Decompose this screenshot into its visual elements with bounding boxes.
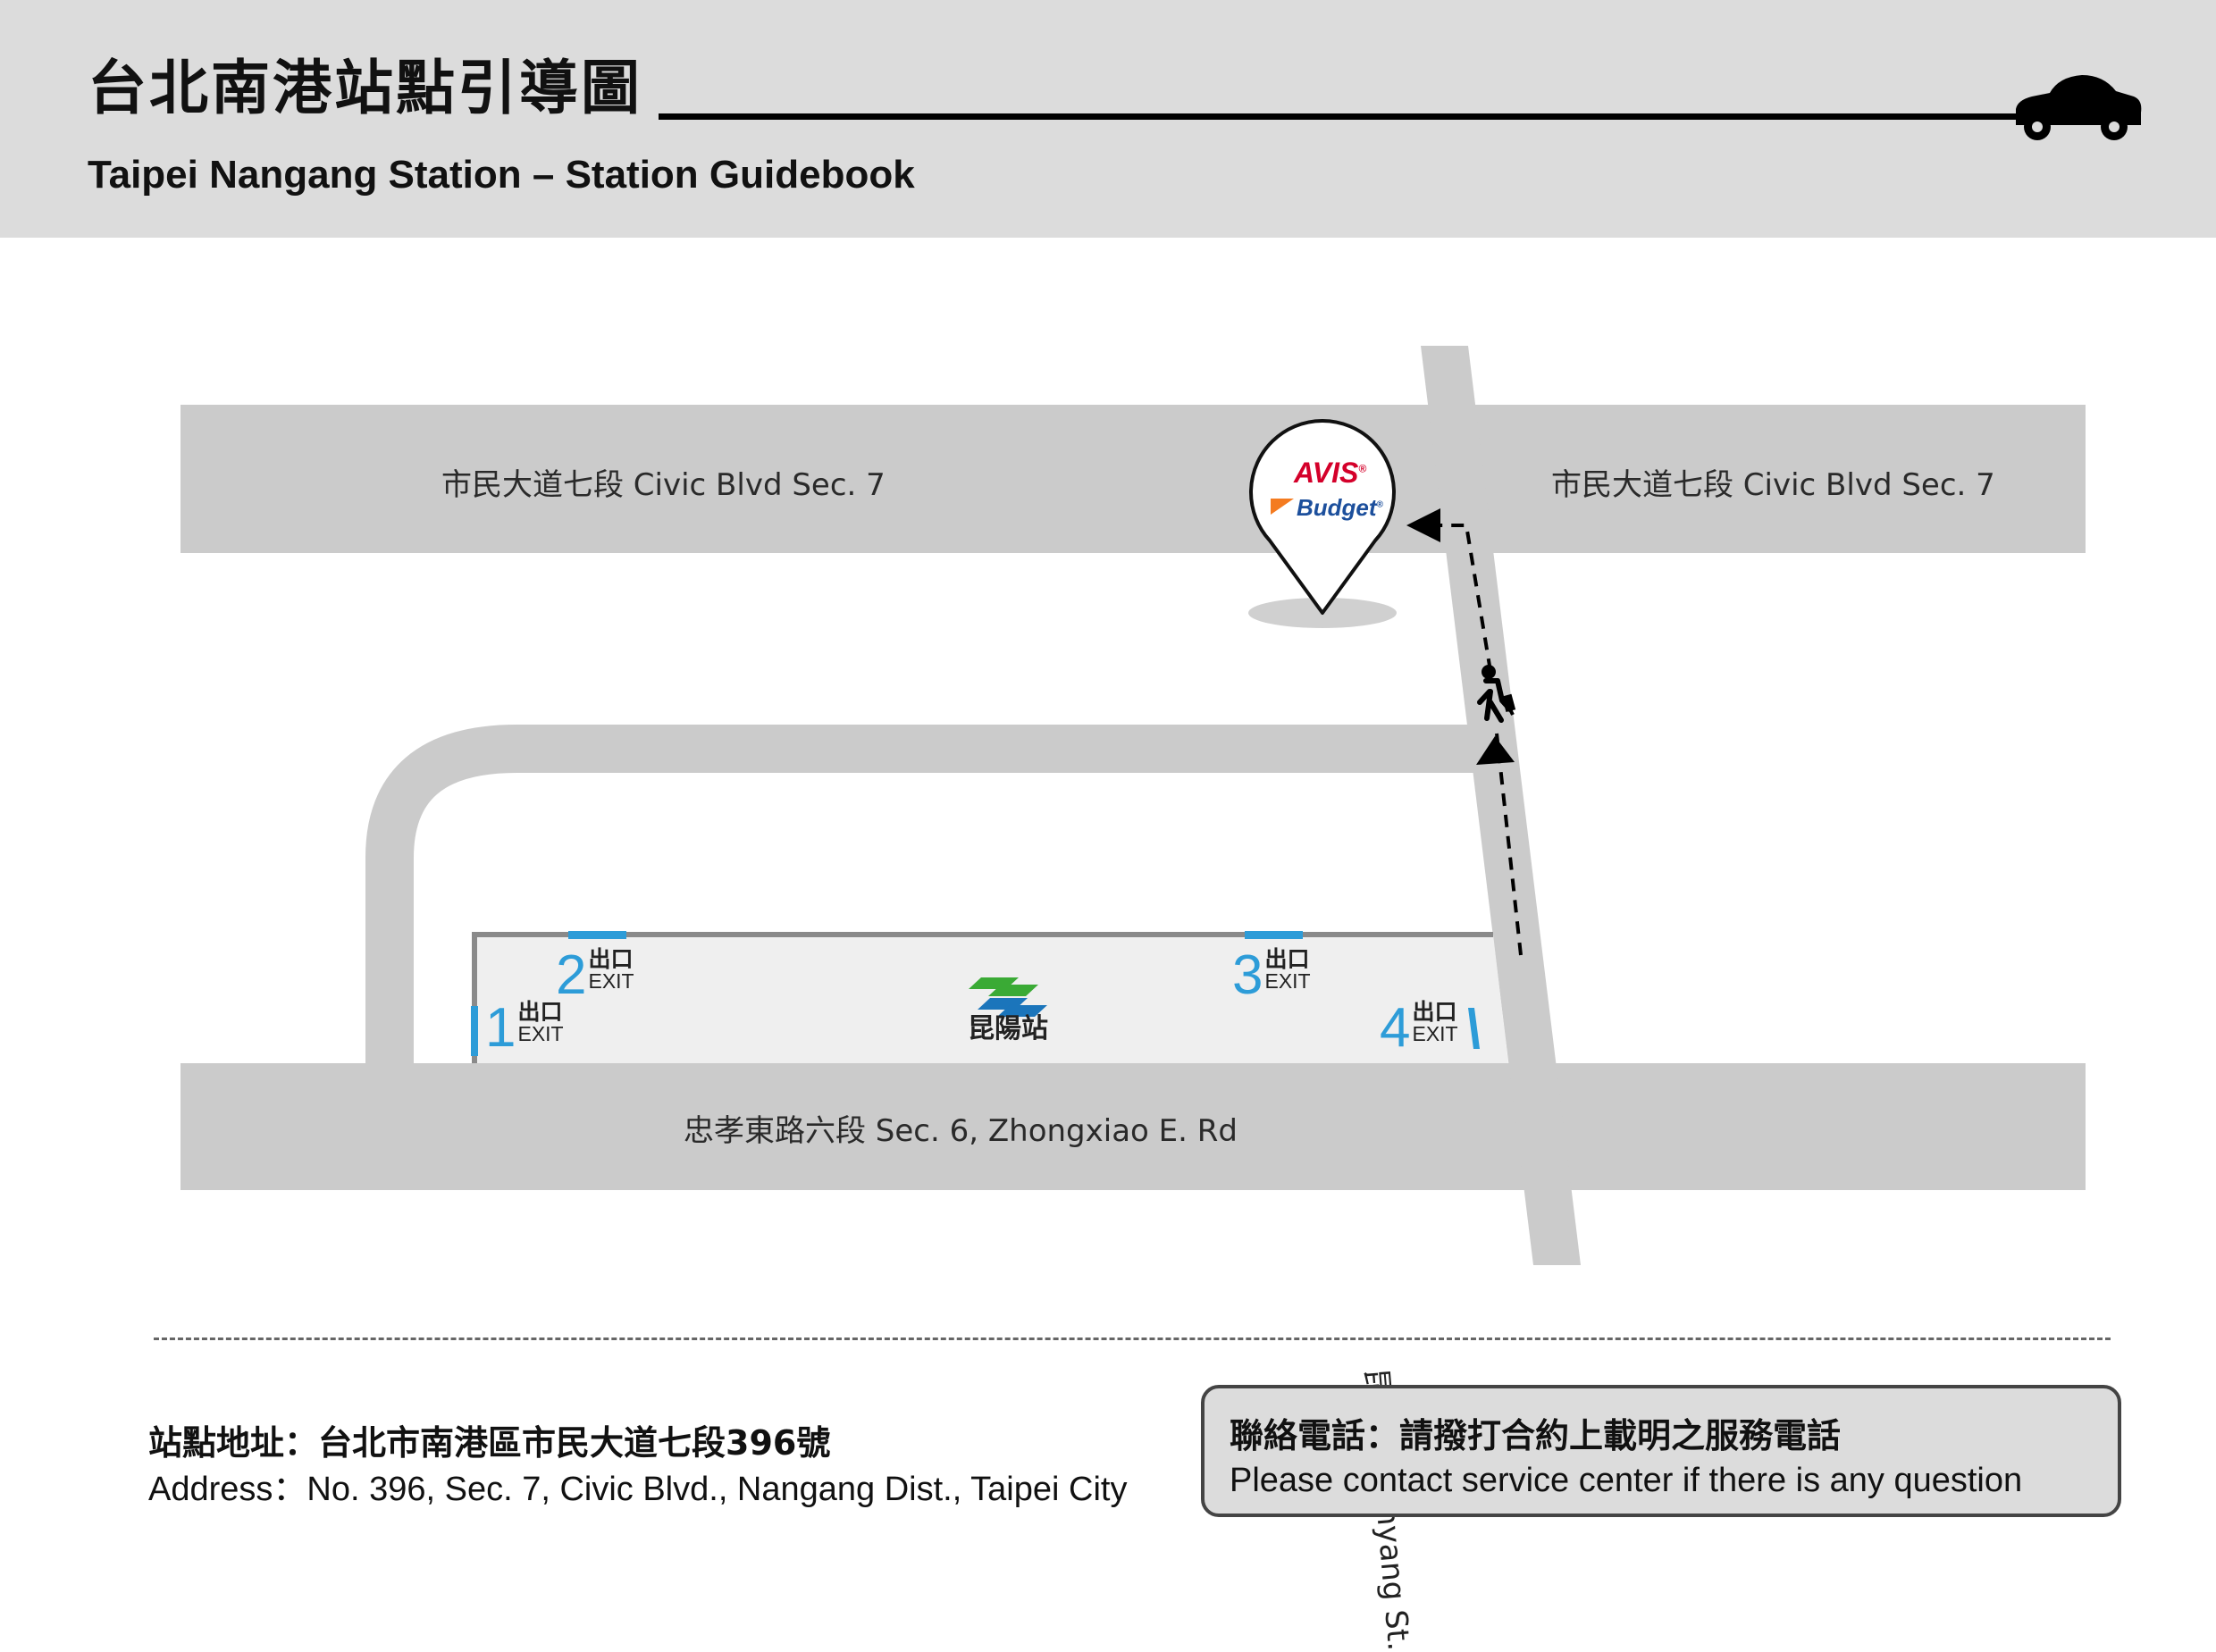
exit-number: 4	[1380, 997, 1411, 1059]
page-title-en: Taipei Nangang Station – Station Guidebo…	[88, 153, 915, 197]
header-banner: 台北南港站點引導圖 Taipei Nangang Station – Stati…	[0, 0, 2216, 238]
exit-label-en: EXIT	[1264, 969, 1311, 993]
station-name: 昆陽站	[968, 1013, 1048, 1044]
dashed-separator	[154, 1338, 2111, 1340]
page-title-zh: 台北南港站點引導圖	[88, 54, 642, 122]
car-icon	[2016, 75, 2142, 140]
station-map: 市民大道七段 Civic Blvd Sec. 7 市民大道七段 Civic Bl…	[0, 238, 2216, 1652]
exit-label-en: EXIT	[1412, 1021, 1458, 1045]
exit-label-zh: 出口	[517, 999, 563, 1025]
exit-4-marker	[1468, 1008, 1480, 1049]
exit-label-zh: 出口	[1264, 946, 1310, 972]
address-en: Address：No. 396, Sec. 7, Civic Blvd., Na…	[148, 1471, 1128, 1508]
road-label-civic-left: 市民大道七段 Civic Blvd Sec. 7	[441, 467, 886, 503]
connector-road	[365, 725, 1488, 1063]
walking-route-upper	[1440, 524, 1492, 672]
zhongxiao-road	[180, 1063, 2086, 1190]
road-label-civic-right: 市民大道七段 Civic Blvd Sec. 7	[1551, 467, 1995, 503]
road-label-zhongxiao: 忠孝東路六段 Sec. 6, Zhongxiao E. Rd	[684, 1113, 1238, 1149]
metro-logo-icon	[969, 977, 1047, 1017]
route-arrow-up	[1476, 736, 1515, 765]
avis-brand-text: AVIS®	[1294, 457, 1367, 489]
contact-zh: 聯絡電話：請撥打合約上載明之服務電話	[1230, 1416, 1842, 1455]
exit-label-en: EXIT	[588, 969, 634, 993]
exit-label-en: EXIT	[517, 1021, 564, 1045]
contact-box: 聯絡電話：請撥打合約上載明之服務電話 Please contact servic…	[1201, 1385, 2121, 1517]
walking-person-icon	[1477, 665, 1516, 723]
map-drawing	[180, 346, 2086, 1265]
kunyang-road	[1421, 346, 1581, 1265]
exit-number: 2	[556, 944, 587, 1006]
exit-label-zh: 出口	[588, 946, 634, 972]
contact-en: Please contact service center if there i…	[1230, 1462, 2023, 1499]
walking-route-lower	[1495, 733, 1523, 956]
exit-label-zh: 出口	[1412, 999, 1457, 1025]
civic-blvd-road	[180, 405, 2086, 553]
exit-1-marker	[471, 1006, 478, 1056]
exit-3-marker	[1245, 931, 1303, 939]
address-zh: 站點地址：台北市南港區市民大道七段396號	[148, 1423, 831, 1463]
budget-brand-text: Budget®	[1297, 494, 1383, 521]
exit-2-marker	[568, 931, 626, 939]
exit-number: 1	[485, 997, 516, 1059]
route-arrow-left	[1406, 508, 1440, 542]
exit-number: 3	[1232, 944, 1263, 1006]
title-rule	[659, 113, 2026, 120]
location-pin-icon	[1248, 418, 1397, 628]
